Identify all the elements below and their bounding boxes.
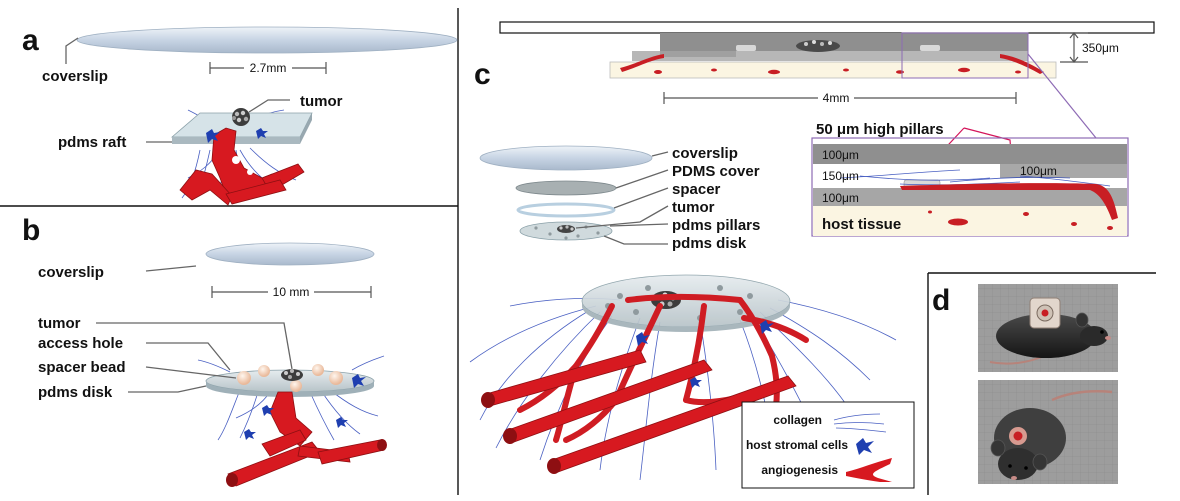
stack-label-spacer: spacer [672, 181, 721, 198]
legend-angiogenesis-icon [846, 458, 892, 482]
panel-b-tumor [281, 369, 303, 381]
mouse-photo-top [978, 284, 1118, 372]
panel-a-stromal-cells [206, 128, 268, 143]
panel-a: a coverslip 2.7mm pdms raft [22, 24, 458, 206]
panel-a-tumor [232, 108, 250, 126]
panel-d-frame [927, 272, 1156, 495]
stack-coverslip [479, 145, 653, 171]
legend-angiogenesis-label: angiogenesis [761, 463, 838, 477]
inset-label-bottom: 100μm [822, 191, 859, 205]
panel-a-coverslip-label: coverslip [42, 68, 108, 85]
panel-c-legend: collagen host stromal cells angiogenesis [741, 401, 915, 489]
panel-c-zoom-inset: 50 μm high pillars [811, 121, 1129, 237]
mouse-photo-bottom [978, 380, 1118, 484]
stack-label-pdms-pillars: pdms pillars [672, 217, 760, 234]
panel-a-letter: a [22, 24, 39, 57]
panel-a-raft-label: pdms raft [58, 134, 126, 151]
pillars-label: 50 μm high pillars [816, 121, 944, 138]
panel-c: c [469, 21, 1155, 489]
stack-spacer [516, 202, 616, 218]
inset-label-mid: 150μm [822, 169, 859, 183]
panel-b-spacer-beads [237, 364, 343, 392]
panel-b-dimension: 10 mm [211, 284, 372, 300]
inset-layer-bottom [813, 188, 1127, 206]
stack-label-coverslip: coverslip [672, 145, 738, 162]
inset-host-tissue [813, 206, 1127, 236]
cross-section-tumor [796, 40, 840, 52]
zoom-connector [1027, 53, 1097, 139]
stack-pdms-cover [515, 180, 617, 196]
render-vessels [481, 294, 809, 474]
panel-b-coverslip-label: coverslip [38, 264, 104, 281]
stack-label-pdms-disk: pdms disk [672, 235, 747, 252]
inset-label-top: 100μm [822, 148, 859, 162]
svg-text:4mm: 4mm [823, 91, 850, 105]
panel-a-coverslip [76, 26, 458, 54]
panel-b-spacer-bead-label: spacer bead [38, 359, 126, 376]
svg-text:350μm: 350μm [1082, 41, 1119, 55]
panel-a-tumor-label: tumor [300, 93, 343, 110]
panel-a-vessels [179, 127, 305, 206]
panel-b-coverslip [205, 242, 375, 266]
panel-c-letter: c [474, 58, 491, 91]
panel-c-width-dimension: 4mm [663, 90, 1017, 106]
cross-section-coverslip [499, 21, 1155, 34]
panel-b-tumor-label: tumor [38, 315, 81, 332]
legend-collagen-icon [833, 413, 887, 433]
svg-text:10 mm: 10 mm [273, 285, 310, 299]
panel-b-letter: b [22, 214, 40, 247]
inset-host-tissue-label: host tissue [822, 216, 901, 233]
stack-tumor [557, 225, 575, 233]
panel-b-vessels [226, 391, 387, 487]
panel-d: d [932, 284, 1118, 484]
render-stromal-cells [636, 320, 774, 388]
legend-collagen-label: collagen [773, 413, 822, 427]
panel-b-stromal-cells [244, 374, 366, 440]
stack-label-pdms-cover: PDMS cover [672, 163, 760, 180]
legend-stromal-label: host stromal cells [746, 438, 848, 452]
panel-b-access-hole-label: access hole [38, 335, 123, 352]
panel-c-3d-render [469, 274, 897, 481]
panel-c-exploded-stack: coverslip PDMS cover spacer tumor pdms p… [479, 145, 760, 252]
cross-section-host-tissue [609, 61, 1057, 79]
panel-d-letter: d [932, 284, 950, 317]
svg-text:2.7mm: 2.7mm [250, 61, 287, 75]
inset-label-mid-right: 100μm [1020, 164, 1057, 178]
legend-stromal-icon [856, 438, 874, 455]
panel-b-disk-label: pdms disk [38, 384, 113, 401]
panel-c-height-dimension: 350μm [1060, 32, 1119, 63]
stack-label-tumor: tumor [672, 199, 715, 216]
panel-a-dimension: 2.7mm [209, 60, 327, 76]
panel-c-cross-section [499, 21, 1155, 79]
panel-b: b coverslip 10 mm [22, 214, 387, 487]
inset-layer-top [813, 144, 1127, 164]
